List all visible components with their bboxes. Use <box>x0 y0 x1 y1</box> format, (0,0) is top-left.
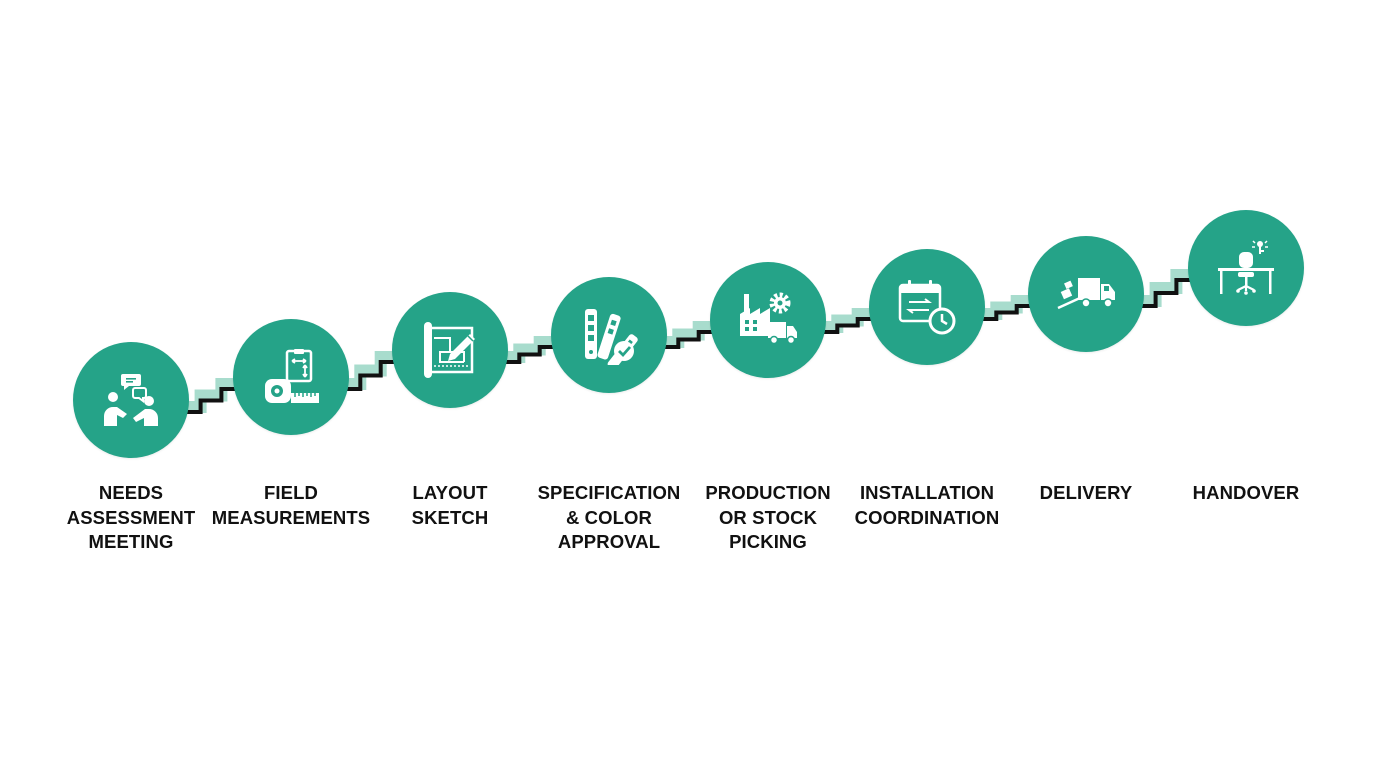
blueprint-pencil-icon <box>424 322 475 378</box>
step-node-7 <box>1028 236 1144 352</box>
tape-measure-clipboard-icon <box>265 349 319 403</box>
step-node-2 <box>233 319 349 435</box>
step-node-1 <box>73 342 189 458</box>
step-label-7: DELIVERY <box>1039 482 1133 503</box>
connector-halo <box>185 269 1192 413</box>
delivery-truck-icon <box>1057 278 1115 310</box>
step-node-5 <box>710 262 826 378</box>
step-node-4 <box>551 277 667 393</box>
factory-gear-truck-icon <box>740 292 797 345</box>
connector-line <box>185 278 1192 414</box>
color-swatch-check-icon <box>585 309 638 365</box>
step-node-8 <box>1188 210 1304 326</box>
desk-chair-key-icon <box>1218 240 1274 295</box>
calendar-clock-icon <box>898 280 956 335</box>
step-node-6 <box>869 249 985 365</box>
step-node-3 <box>392 292 508 408</box>
handshake-chat-icon <box>104 374 158 426</box>
step-label-8: HANDOVER <box>1192 482 1300 503</box>
